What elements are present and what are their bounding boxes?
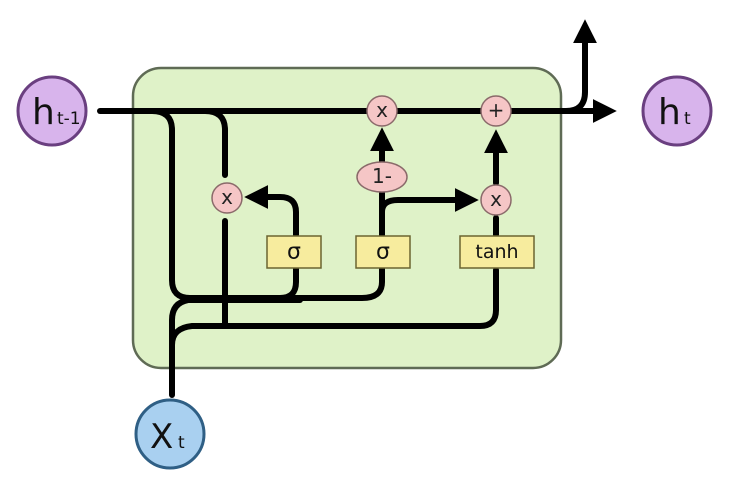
one-minus-op: 1- bbox=[356, 161, 408, 193]
svg-text:x: x bbox=[221, 185, 233, 209]
hprev-branch-b bbox=[202, 108, 228, 178]
output-up-arrow bbox=[563, 19, 597, 114]
input-node: X t bbox=[134, 398, 206, 470]
update-gate-box: σ bbox=[355, 235, 411, 269]
svg-text:x: x bbox=[376, 98, 388, 122]
hprev-branch-a bbox=[149, 108, 299, 301]
svg-text:X: X bbox=[150, 417, 173, 457]
forget-multiply-op: x bbox=[366, 95, 398, 127]
svg-text:+: + bbox=[488, 98, 505, 122]
add-op: + bbox=[480, 95, 512, 127]
cell-box bbox=[131, 66, 563, 370]
svg-text:t: t bbox=[684, 109, 691, 129]
candidate-multiply-op: x bbox=[480, 184, 512, 216]
hidden-state-prev: h t-1 bbox=[16, 75, 88, 147]
svg-text:tanh: tanh bbox=[475, 241, 518, 263]
svg-text:t: t bbox=[178, 433, 185, 453]
svg-text:x: x bbox=[490, 187, 502, 211]
update-gate-bottom-wire bbox=[187, 265, 385, 301]
update-to-candidate-multiply bbox=[379, 188, 479, 221]
svg-text:t-1: t-1 bbox=[57, 109, 81, 129]
reset-gate-box: σ bbox=[266, 235, 322, 269]
svg-text:σ: σ bbox=[376, 240, 390, 265]
svg-text:1-: 1- bbox=[372, 164, 392, 188]
input-branch-wire bbox=[169, 267, 499, 348]
svg-text:σ: σ bbox=[287, 240, 301, 265]
svg-text:h: h bbox=[32, 92, 55, 133]
svg-text:h: h bbox=[658, 92, 681, 133]
reset-gate-up-wire bbox=[244, 185, 299, 238]
reset-multiply-op: x bbox=[211, 182, 243, 214]
hidden-state-next: h t bbox=[641, 75, 713, 147]
candidate-tanh-box: tanh bbox=[459, 235, 535, 269]
